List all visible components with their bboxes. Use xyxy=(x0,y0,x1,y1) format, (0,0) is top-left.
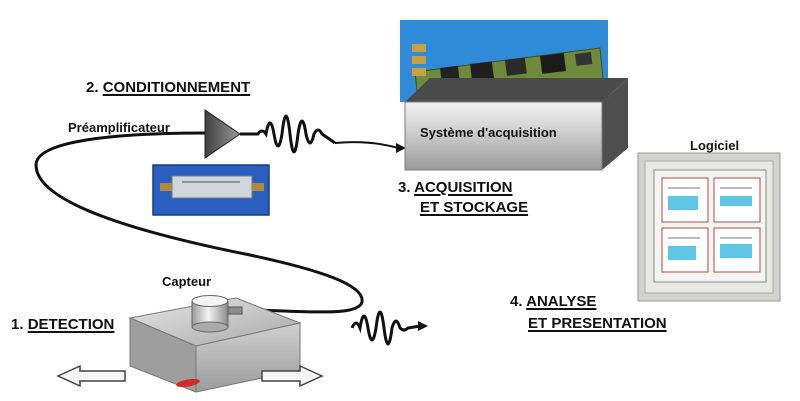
step-1-number: 1. xyxy=(11,316,24,333)
step-4-number: 4. xyxy=(510,293,523,310)
sensor-label: Capteur xyxy=(162,274,212,289)
software-screenshot xyxy=(661,177,761,273)
monitor-icon xyxy=(637,152,781,302)
step-2-number: 2. xyxy=(86,79,99,96)
preamplifier-label: Préamplificateur xyxy=(68,120,170,135)
preamplifier-module-icon xyxy=(152,164,270,216)
triangle-amplifier-icon xyxy=(204,109,241,159)
arrow-left-icon xyxy=(56,364,126,388)
signal-cable xyxy=(34,131,364,314)
step-2-title: CONDITIONNEMENT xyxy=(102,79,251,96)
step-4-line2: ET PRESENTATION xyxy=(528,315,667,332)
sensor-icon xyxy=(191,295,243,333)
step-4-label: 4. ANALYSE xyxy=(510,293,596,310)
step-4-title-line1: ANALYSE xyxy=(526,293,597,310)
step-3-title-line2: ET STOCKAGE xyxy=(420,199,529,216)
step-2-label: 2. CONDITIONNEMENT xyxy=(86,79,250,96)
acquisition-system-box xyxy=(404,78,628,171)
step-3-number: 3. xyxy=(398,179,411,196)
step-1-title: DETECTION xyxy=(27,316,115,333)
acquisition-system-label: Système d'acquisition xyxy=(420,125,557,140)
arrow-right-icon xyxy=(261,364,324,388)
step-3-line2: ET STOCKAGE xyxy=(420,199,528,216)
step-3-title-line1: ACQUISITION xyxy=(414,179,513,196)
signal-arrow xyxy=(334,141,399,149)
raw-signal-icon xyxy=(350,310,421,346)
software-label: Logiciel xyxy=(690,138,740,153)
step-4-title-line2: ET PRESENTATION xyxy=(528,315,667,332)
signal-waveform-icon xyxy=(240,114,336,154)
step-1-label: 1. DETECTION xyxy=(11,316,114,333)
step-3-label: 3. ACQUISITION xyxy=(398,179,512,196)
